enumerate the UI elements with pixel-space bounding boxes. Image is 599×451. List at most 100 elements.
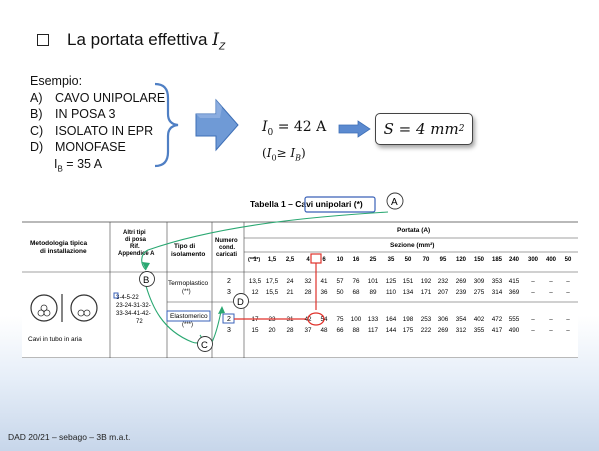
- table-cell: 88: [352, 327, 360, 334]
- item-key: D): [30, 140, 44, 154]
- table-cell: 36: [320, 289, 328, 296]
- table-cell: 110: [386, 289, 397, 296]
- section-label: 150: [474, 257, 485, 263]
- ins-termoplastico: Termoplastico: [168, 280, 208, 287]
- marker-d-label: D: [237, 297, 244, 308]
- table-cell: 253: [421, 316, 432, 323]
- section-label: 4: [306, 257, 310, 263]
- method-caption: Cavi in tubo in aria: [28, 336, 82, 343]
- marker-c-label: C: [201, 340, 208, 351]
- example-item-a: A)CAVO UNIPOLARE: [30, 90, 165, 107]
- table-svg: Tabella 1 – Cavi unipolari (*) Metodolog…: [22, 192, 578, 358]
- hdr-sezione: Sezione (mm²): [390, 242, 434, 249]
- section-4-highlight: [310, 253, 322, 264]
- ib-symbol: I: [54, 156, 58, 171]
- table-cell: 15: [251, 327, 259, 334]
- marker-a: A: [386, 192, 404, 210]
- hdr-numcond-2: cond.: [219, 245, 235, 251]
- section-value: S = 4 mm: [383, 120, 459, 138]
- hdr-insulation-2: isolamento: [171, 251, 205, 258]
- marker-d: D: [233, 293, 249, 309]
- table-cell: 12: [251, 289, 259, 296]
- table-cell: –: [566, 327, 570, 334]
- posa-3-highlight: [113, 292, 119, 299]
- table-cell: –: [531, 316, 535, 323]
- section-label: 16: [353, 257, 360, 263]
- section-label: 50: [405, 257, 412, 263]
- table-cell: 239: [456, 289, 467, 296]
- cond-ib-sub: B: [295, 153, 302, 163]
- table-cell: 207: [438, 289, 449, 296]
- hdr-portata: Portata (A): [397, 227, 430, 234]
- table-cell: 355: [474, 327, 485, 334]
- section-label: 240: [509, 257, 520, 263]
- value-42-highlight: [307, 312, 325, 326]
- example-item-d: D) MONOFASE: [30, 139, 165, 156]
- table-cell: 144: [386, 327, 397, 334]
- item-key: B): [30, 107, 43, 121]
- section-label: 1,5: [268, 257, 277, 263]
- table-cell: 275: [474, 289, 485, 296]
- table-cell: 101: [368, 278, 379, 285]
- table-cell: 175: [403, 327, 414, 334]
- footer-text: DAD 20/21 – sebago – 3B m.a.t.: [8, 432, 131, 442]
- table-cell: 417: [492, 327, 503, 334]
- table-cell: 41: [320, 278, 328, 285]
- brace-arrow-graphic: [154, 82, 239, 168]
- section-label: 6: [322, 257, 326, 263]
- hdr-other-1: Altri tipi: [123, 230, 146, 236]
- table-cell: –: [566, 316, 570, 323]
- example-block: Esempio: A)CAVO UNIPOLARE B)IN POSA 3 C)…: [30, 73, 165, 178]
- table-cell: 415: [509, 278, 520, 285]
- table-cell: –: [549, 316, 553, 323]
- hdr-method-1: Metodologia tipica: [30, 240, 87, 247]
- table-cell: –: [549, 327, 553, 334]
- table-cell: 490: [509, 327, 520, 334]
- section-label: 10: [337, 257, 344, 263]
- section-label: 1: [253, 257, 257, 263]
- table-cell: 68: [352, 289, 360, 296]
- cond-ge: ≥: [276, 146, 291, 160]
- marker-c: C: [197, 336, 213, 352]
- table-cell: 222: [421, 327, 432, 334]
- i0-formula: I0 = 42 A: [262, 119, 326, 138]
- table-cell: 269: [438, 327, 449, 334]
- item-text: MONOFASE: [55, 140, 126, 154]
- elastomerico-highlight: [166, 310, 211, 322]
- ins-elastomerico: Elastomerico: [170, 313, 208, 320]
- table-cell: –: [549, 278, 553, 285]
- posa-code-3: 33-34-41-42-: [116, 311, 151, 317]
- section-label: 35: [388, 257, 395, 263]
- design-current: IB = 35 A: [30, 156, 165, 178]
- bullet-checkbox-icon: [37, 34, 49, 46]
- table-cell: 66: [336, 327, 344, 334]
- cable-capacity-table: Tabella 1 – Cavi unipolari (*) Metodolog…: [22, 190, 578, 358]
- small-arrow-icon: [338, 120, 371, 138]
- table-cell: 171: [421, 289, 432, 296]
- table-title-highlight: [304, 196, 376, 213]
- section-label: 95: [440, 257, 447, 263]
- table-cell: 20: [268, 327, 276, 334]
- table-cell: 198: [403, 316, 414, 323]
- table-cell: 309: [474, 278, 485, 285]
- example-item-b: B)IN POSA 3: [30, 106, 165, 123]
- i0-value: = 42 A: [273, 119, 327, 135]
- cond-row4: 3: [227, 327, 231, 334]
- table-cell: 57: [336, 278, 344, 285]
- hdr-insulation-1: Tipo di: [174, 243, 195, 250]
- i0-symbol: I: [262, 119, 268, 135]
- table-cell: 28: [304, 289, 312, 296]
- table-cell: –: [531, 327, 535, 334]
- section-label: 25: [370, 257, 377, 263]
- ib-sub: B: [57, 164, 63, 173]
- table-cell: 75: [336, 316, 344, 323]
- table-cell: 353: [492, 278, 503, 285]
- cable-in-tube-icon: [30, 294, 98, 322]
- table-cell: 89: [369, 289, 377, 296]
- section-label: 120: [456, 257, 467, 263]
- table-cell: 472: [492, 316, 503, 323]
- posa-code-4: 72: [136, 319, 143, 325]
- table-cell: 28: [286, 327, 294, 334]
- hdr-other-4: Appendice A: [118, 251, 155, 257]
